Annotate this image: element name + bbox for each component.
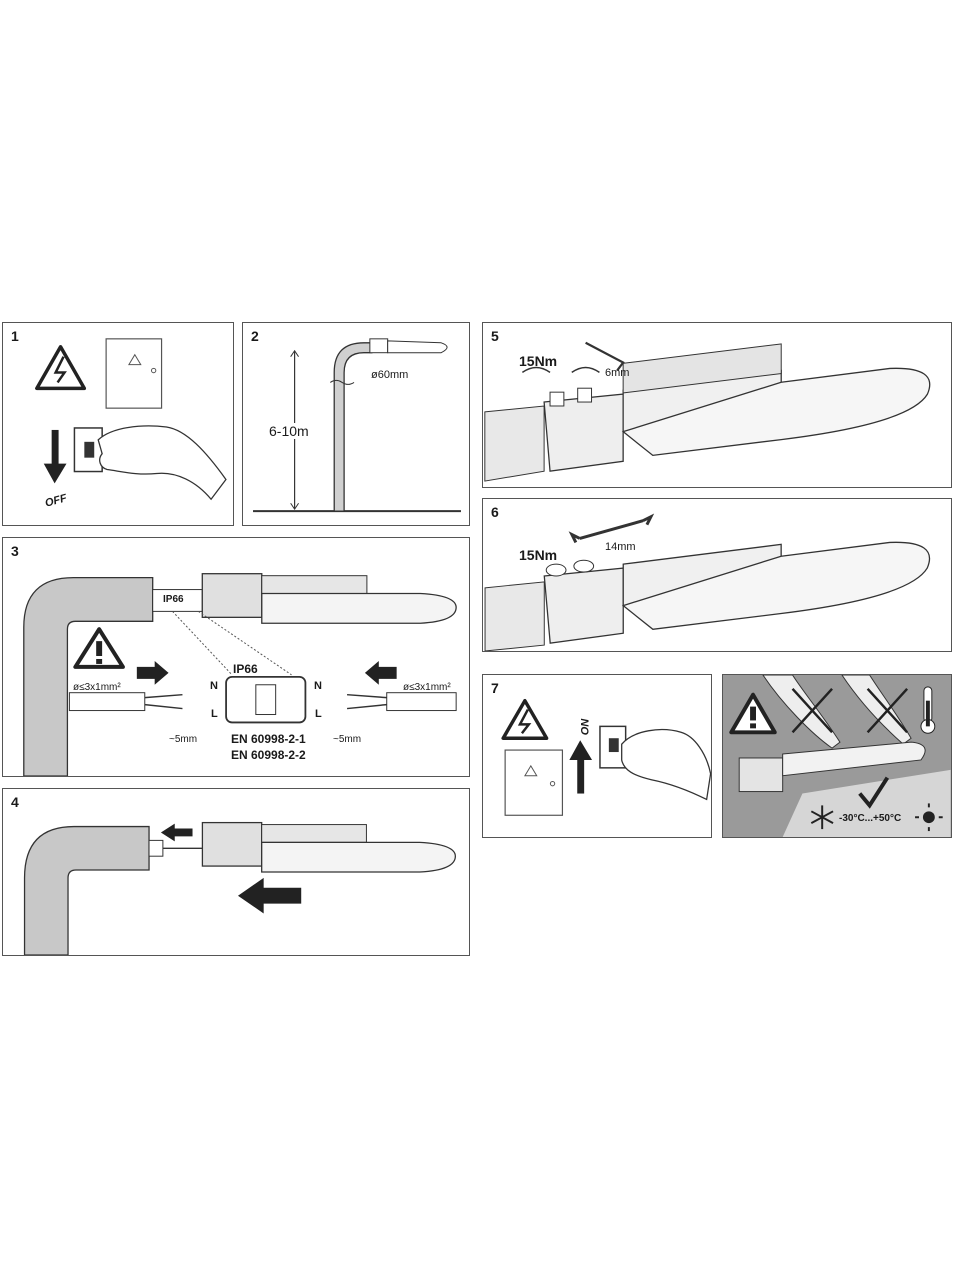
tool-size-label: 6mm: [605, 367, 630, 379]
luminaire: [369, 338, 448, 354]
warning-icon: [73, 627, 125, 669]
wrench-icon: [568, 513, 655, 544]
step-1-panel: 1 OFF: [2, 322, 234, 526]
standard-label-2: EN 60998-2-2: [231, 748, 306, 762]
hand-icon: [762, 675, 841, 749]
distribution-box-icon: [105, 338, 163, 409]
step-number: 5: [491, 328, 499, 344]
pole: [23, 825, 150, 955]
snowflake-icon: [810, 805, 834, 830]
thermometer-icon: [920, 686, 936, 734]
strip-length-left: ~5mm: [169, 734, 198, 745]
pole: [23, 577, 154, 776]
step-7-panel: 7 ON: [482, 674, 712, 838]
luminaire: [201, 573, 457, 624]
sun-icon: [915, 803, 943, 832]
luminaire: [621, 343, 931, 457]
luminaire: [621, 541, 931, 630]
strip-length-right: ~5mm: [333, 734, 362, 745]
ip-rating-small: IP66: [163, 594, 184, 605]
step-number: 2: [251, 328, 259, 344]
warning-icon: [729, 692, 777, 735]
wire-spec-left: ø≤3x1mm²: [73, 682, 121, 693]
arrow-right-icon: [136, 660, 169, 685]
live-label-left: L: [211, 708, 218, 720]
arrow-large-left-icon: [237, 877, 302, 914]
hand-icon: [841, 675, 912, 745]
step-5-panel: 5 15Nm 6mm: [482, 322, 952, 488]
neutral-label-right: N: [314, 680, 322, 692]
arrow-down-icon: [43, 429, 67, 484]
hand-icon: [621, 729, 711, 801]
height-label: 6-10m: [269, 423, 309, 439]
tool-size-label: 14mm: [605, 541, 636, 553]
step-6-panel: 6 15Nm 14mm: [482, 498, 952, 652]
torque-label: 15Nm: [519, 353, 558, 369]
check-icon: [858, 776, 890, 809]
ip-rating-terminal: IP66: [233, 662, 258, 676]
step-2-panel: 2 6-10m ø60mm: [242, 322, 470, 526]
cross-icon: [866, 687, 909, 734]
on-label: ON: [579, 718, 592, 736]
pole: [484, 405, 545, 482]
high-voltage-warning-icon: [35, 345, 87, 391]
step-4-panel: 4: [2, 788, 470, 956]
distribution-box-icon: [504, 749, 564, 816]
luminaire: [738, 741, 926, 793]
cross-icon: [791, 687, 833, 734]
diameter-label: ø60mm: [371, 369, 409, 381]
step-number: 4: [11, 794, 19, 810]
high-voltage-warning-icon: [501, 698, 549, 740]
temperature-range-label: -30°C...+50°C: [839, 813, 902, 824]
switch-icon: [73, 427, 103, 473]
step-number: 7: [491, 680, 499, 696]
pole: [484, 581, 545, 651]
arrow-up-icon: [569, 740, 593, 794]
step-3-panel: 3 IP66 IP66 ø≤3x1mm² ø≤3x1mm² ~5mm ~5mm …: [2, 537, 470, 777]
wire-spec-right: ø≤3x1mm²: [403, 682, 451, 693]
step-number: 1: [11, 328, 19, 344]
step-number: 3: [11, 543, 19, 559]
luminaire: [201, 821, 456, 873]
arrow-small-left-icon: [160, 823, 193, 842]
step-number: 6: [491, 504, 499, 520]
torque-label: 15Nm: [519, 547, 558, 563]
standard-label-1: EN 60998-2-1: [231, 732, 306, 746]
live-label-right: L: [315, 708, 322, 720]
neutral-label-left: N: [210, 680, 218, 692]
hand-icon: [97, 425, 227, 501]
caution-panel: -30°C...+50°C: [722, 674, 952, 838]
arrow-left-icon: [364, 660, 397, 685]
pole: [333, 342, 373, 512]
hex-key-icon: [585, 341, 625, 372]
